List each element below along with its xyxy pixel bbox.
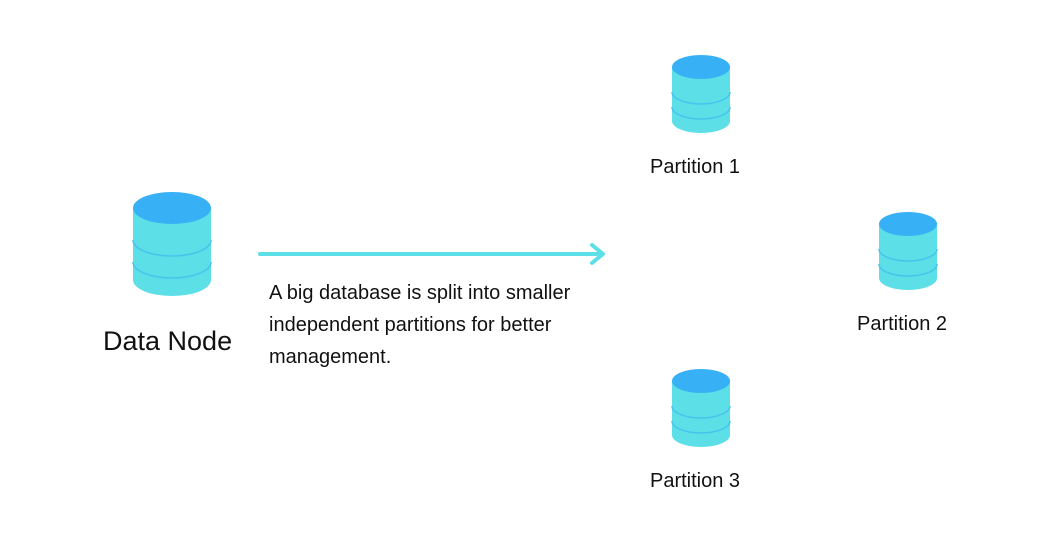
partition-1-database-icon [671, 55, 731, 133]
data-node-label: Data Node [103, 326, 233, 356]
arrow-right-icon [258, 243, 605, 265]
description-text: A big database is split into smaller ind… [269, 282, 571, 368]
data-node-database-icon [132, 192, 212, 296]
partition-2-label: Partition 2 [857, 313, 948, 335]
partition-3-database-icon [671, 369, 731, 447]
partition-2-database-icon [878, 212, 938, 290]
partition-3-label: Partition 3 [650, 470, 741, 492]
partition-1-label: Partition 1 [650, 156, 741, 178]
